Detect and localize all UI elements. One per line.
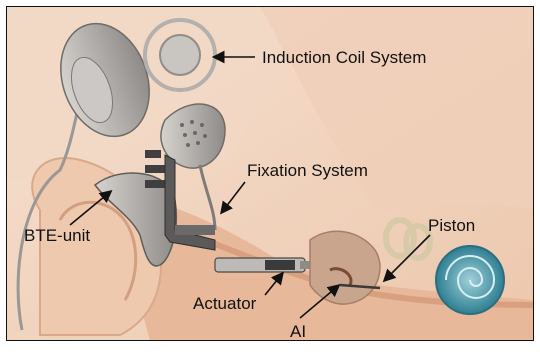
figure-border bbox=[6, 6, 534, 341]
